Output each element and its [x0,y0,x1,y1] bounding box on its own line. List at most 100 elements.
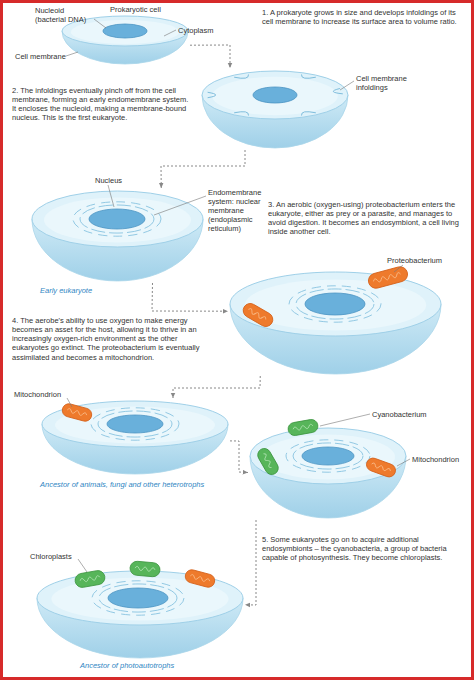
cell-face [250,428,406,484]
organelle-body [365,456,398,478]
membrane-infolding [234,112,248,116]
mitochondrion-shape [367,265,410,290]
cell-node: MitochondrionAncestor of animals, fungi … [40,398,230,476]
organelle-body [61,402,93,422]
cell-node: NucleusEndomembrane system: nuclear memb… [30,188,205,283]
cell-node: ChloroplastsAncestor of photoautotrophs [35,568,245,660]
nucleus [108,588,168,608]
cell-drawing [228,268,443,376]
organelle-folds [293,424,313,431]
endomembrane [296,289,374,319]
cell-caption: Ancestor of photoautotrophs [80,661,174,670]
step-note: 1. A prokaryote grows in size and develo… [262,8,467,26]
cell-label: Cytoplasm [178,26,213,35]
endomembrane [73,202,161,236]
organelle-folds [247,308,266,321]
leader-line [66,52,78,56]
nucleus [253,87,297,103]
cytoplasm [212,77,338,115]
step-note: 2. The infoldings eventually pinch off f… [12,86,190,123]
cytoplasm [44,198,191,243]
process-arrow [161,150,245,188]
organelle-body [74,570,106,589]
mitochondrion-shape [61,402,93,422]
organelle-folds [262,453,273,469]
process-arrow [230,441,248,473]
leader-line [94,19,106,28]
leader-line [164,30,176,36]
mitochondrion-shape [184,568,216,588]
mitochondrion-shape [365,456,398,478]
cell-drawing [40,398,230,476]
membrane-infolding [301,74,315,78]
organelle-folds [135,566,155,572]
organelle-body [255,446,280,477]
process-arrow [190,45,230,68]
leader-line [394,265,403,272]
cell-node: Nucleoid(bacterial DNA)Prokaryotic cellC… [60,14,190,66]
process-arrow [173,376,260,398]
endomembrane [286,440,370,472]
nucleus [305,293,365,315]
endomembrane [98,411,172,437]
organelle-folds [190,574,210,583]
cell-label: Mitochondrion [14,390,61,399]
cyanobacterium-shape [255,446,280,477]
endomembrane [289,286,381,322]
process-arrow [245,520,256,605]
leader-line [108,185,114,207]
cell-label: Nucleoid [35,6,64,15]
cell-node: Proteobacterium [228,268,443,376]
cyanobacterium-shape [129,561,160,578]
process-arrow [152,283,228,311]
organelle-body [129,561,160,578]
organelle-body [241,301,276,329]
cytoplasm [261,435,395,480]
nucleus [107,415,163,433]
cell-drawing [35,568,245,660]
nucleus [89,209,145,229]
cell-node: Cell membrane infoldings [200,68,350,150]
cell-drawing [248,425,408,520]
nucleus [302,447,354,465]
endomembrane [99,584,177,612]
membrane-infolding [208,92,216,97]
cell-face [230,272,441,336]
step-note: 3. An aerobic (oxygen-using) proteobacte… [268,200,464,237]
cell-label: Mitochondrion [412,455,459,464]
organelle-folds [80,575,100,582]
organelle-folds [373,272,401,283]
step-note: 4. The aerobe's ability to use oxygen to… [12,316,212,362]
organelle-body [184,568,216,588]
membrane-infolding [234,74,248,78]
cell-label: Cyanobacterium [372,410,427,419]
endomembrane [293,443,363,469]
leader-line [320,414,370,426]
mitochondrion-shape [241,301,276,329]
cell-label: Proteobacterium [387,256,442,265]
cell-face [32,191,203,247]
cell-label: Nucleus [95,176,122,185]
endomembrane [91,408,179,440]
membrane-infolding [301,112,315,116]
cell-label: Prokaryotic cell [110,5,161,14]
organelle-body [287,418,319,436]
cell-label: Chloroplasts [30,552,72,561]
cytoplasm [71,20,179,44]
organelle-body [367,265,410,290]
endomembrane [80,205,154,233]
cell-face [42,401,228,447]
leader-line [397,459,410,466]
cytoplasm [55,407,215,444]
cell-drawing [30,188,205,283]
cell-label: (bacterial DNA) [35,15,86,24]
cyanobacterium-shape [74,570,106,589]
leader-line [67,398,72,407]
leader-line [154,196,206,215]
cell-label: Cell membrane [15,52,66,61]
cell-label: Cell membrane infoldings [356,74,424,92]
cell-caption: Early eukaryote [40,286,92,295]
cell-caption: Ancestor of animals, fungi and other het… [40,480,215,489]
cell-node: CyanobacteriumMitochondrion [248,425,408,520]
